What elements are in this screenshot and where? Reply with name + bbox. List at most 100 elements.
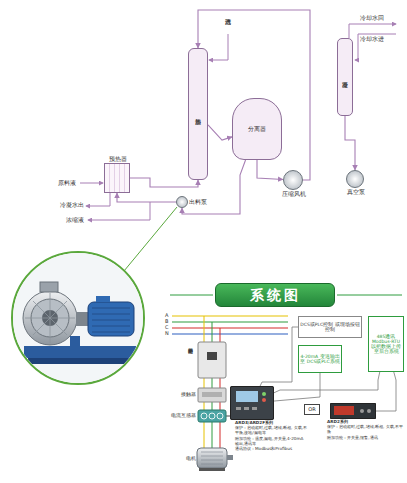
vacuum-pump: 真空泵: [346, 170, 364, 188]
node-text: 保护：启动超时,过载,堵转,断相, 欠载,不平衡: [327, 425, 403, 435]
protector-device-body: [230, 386, 274, 420]
process-pipe: [117, 193, 176, 202]
protector-device-body: [230, 386, 376, 420]
signal-wire: [274, 372, 380, 393]
pump-illustration: [10, 250, 150, 390]
protector-device: ARD2系列保护：启动超时,过载,堵转,断相, 欠载,不平衡附加功能：开关量,报…: [330, 403, 376, 419]
protector-device-body: [236, 391, 258, 402]
pump-illustration: [10, 250, 150, 390]
heater-column: 加热器: [188, 48, 208, 180]
protector-device-body: [244, 407, 249, 410]
protector-device-body: [360, 409, 364, 413]
device-heading: ARD3/ARD2F系列: [235, 421, 273, 426]
text-wrap: 压缩风机: [277, 191, 311, 198]
text-wrap: 4-20mA 变送输出至 DCS或PLC系统: [299, 346, 341, 372]
bus-bar: [172, 316, 288, 334]
process-pipe: [80, 24, 396, 220]
title-rule: [170, 295, 213, 296]
text-wrap: 系统图: [216, 284, 334, 306]
text-wrap: 出料泵: [189, 197, 207, 207]
node-text: OR: [308, 407, 315, 413]
pump-illustration: [23, 291, 77, 345]
device-heading: ARD2系列: [327, 420, 348, 425]
signal-wire: [260, 327, 298, 386]
node-text: DCS或PLC控制 或现场按钮控制: [300, 322, 360, 332]
node-text: 4-20mA 变送输出至 DCS或PLC系统: [300, 354, 340, 364]
circuit-breaker-symbol: [198, 342, 226, 378]
comm-box: 485通讯 Modbus-RTU 以把数据上传 至后台系统: [368, 316, 404, 372]
circuit-breaker-symbol: [198, 342, 226, 378]
text-wrap: 真空泵: [341, 189, 371, 196]
phase-label: N: [165, 331, 169, 337]
pump-illustration: [25, 293, 75, 343]
protector-device-body: [334, 406, 354, 415]
current-transformer-symbol: [209, 413, 215, 419]
current-transformer-symbol: [217, 413, 223, 419]
text-wrap: 预热器: [95, 156, 141, 163]
text-wrap: DCS或PLC控制 或现场按钮控制: [299, 317, 361, 337]
motor-symbol: [227, 455, 233, 460]
circuit-breaker-symbol: [207, 352, 217, 360]
or-box: OR: [304, 404, 320, 415]
text-wrap: ARD2系列保护：启动超时,过载,堵转,断相, 欠载,不平衡附加功能：开关量,报…: [327, 420, 403, 441]
motor-symbol: [197, 448, 233, 471]
pump-illustration: [96, 296, 110, 302]
bus-bar: [172, 333, 288, 334]
pump-illustration: [88, 302, 134, 336]
control-box: DCS或PLC控制 或现场按钮控制: [298, 316, 362, 338]
phase-wire: [204, 316, 230, 448]
signal-wire: [274, 373, 320, 401]
pump-illustration: [92, 308, 130, 332]
motor-symbol: [201, 452, 223, 464]
separator-vessel: 分离器: [232, 98, 282, 160]
phase-label: A: [165, 313, 168, 319]
process-pipe: [130, 178, 198, 187]
process-pipe: [88, 202, 150, 220]
motor-symbol: [197, 448, 227, 468]
node-text: 通讯协议：Modbus和Profibus: [235, 447, 292, 452]
node-text: 保护：启动超时,过载,堵转,断相, 欠载,不平衡,接地/漏电等: [235, 426, 307, 436]
pump-illustration: [40, 282, 58, 292]
contactor-symbol: [198, 388, 226, 402]
pump-illustration: [28, 358, 132, 364]
protector-device-body: [330, 403, 376, 419]
process-pipe: [209, 34, 228, 60]
connector-group: [117, 10, 396, 411]
node-text: 附加功能：温度,漏电,开关量,4-20mA输出,通讯等: [235, 437, 307, 447]
current-transformer-symbol: [198, 410, 226, 422]
component-label: 电机: [186, 456, 196, 462]
process-pipe: [345, 116, 355, 170]
analog-output-box: 4-20mA 变送输出至 DCS或PLC系统: [298, 345, 342, 373]
inset-callout: [124, 207, 177, 271]
process-pipe: [208, 125, 232, 140]
contactor-symbol: [202, 392, 222, 397]
node-text: 分离器: [248, 126, 266, 133]
node-text: 压缩风机: [282, 191, 306, 198]
title-rule: [337, 295, 402, 296]
pump-illustration: [70, 336, 80, 346]
protector-device-body: [262, 398, 266, 402]
stream-label: 冷凝水出: [60, 202, 84, 209]
title-banner: 系统图: [215, 283, 335, 307]
stream-label: 浓缩液: [66, 217, 84, 224]
contactor-symbol: [198, 388, 226, 402]
process-pipe: [86, 193, 110, 206]
stream-label: 冷却水回: [360, 15, 384, 22]
discharge-pump: 出料泵: [176, 196, 188, 208]
motor-symbol: [199, 468, 225, 471]
protector-device: ARD3/ARD2F系列保护：启动超时,过载,堵转,断相, 欠载,不平衡,接地/…: [230, 386, 274, 420]
compressor-fan: 压缩风机: [283, 170, 303, 190]
node-text: 485通讯 Modbus-RTU 以把数据上传 至后台系统: [370, 334, 402, 355]
bus-bar: [172, 321, 288, 322]
pump-illustration: [24, 346, 136, 358]
node-text: 真空泵: [347, 189, 365, 196]
stream-label: 原料液: [58, 180, 76, 187]
process-pipe: [80, 183, 103, 184]
protector-device-body: [252, 407, 257, 410]
text-wrap: ARD3/ARD2F系列保护：启动超时,过载,堵转,断相, 欠载,不平衡,接地/…: [235, 421, 307, 452]
node-text: 系统图: [250, 287, 301, 303]
protector-device-body: [367, 409, 371, 413]
bus-bar: [172, 327, 288, 328]
preheater-box: 预热器: [104, 163, 130, 193]
